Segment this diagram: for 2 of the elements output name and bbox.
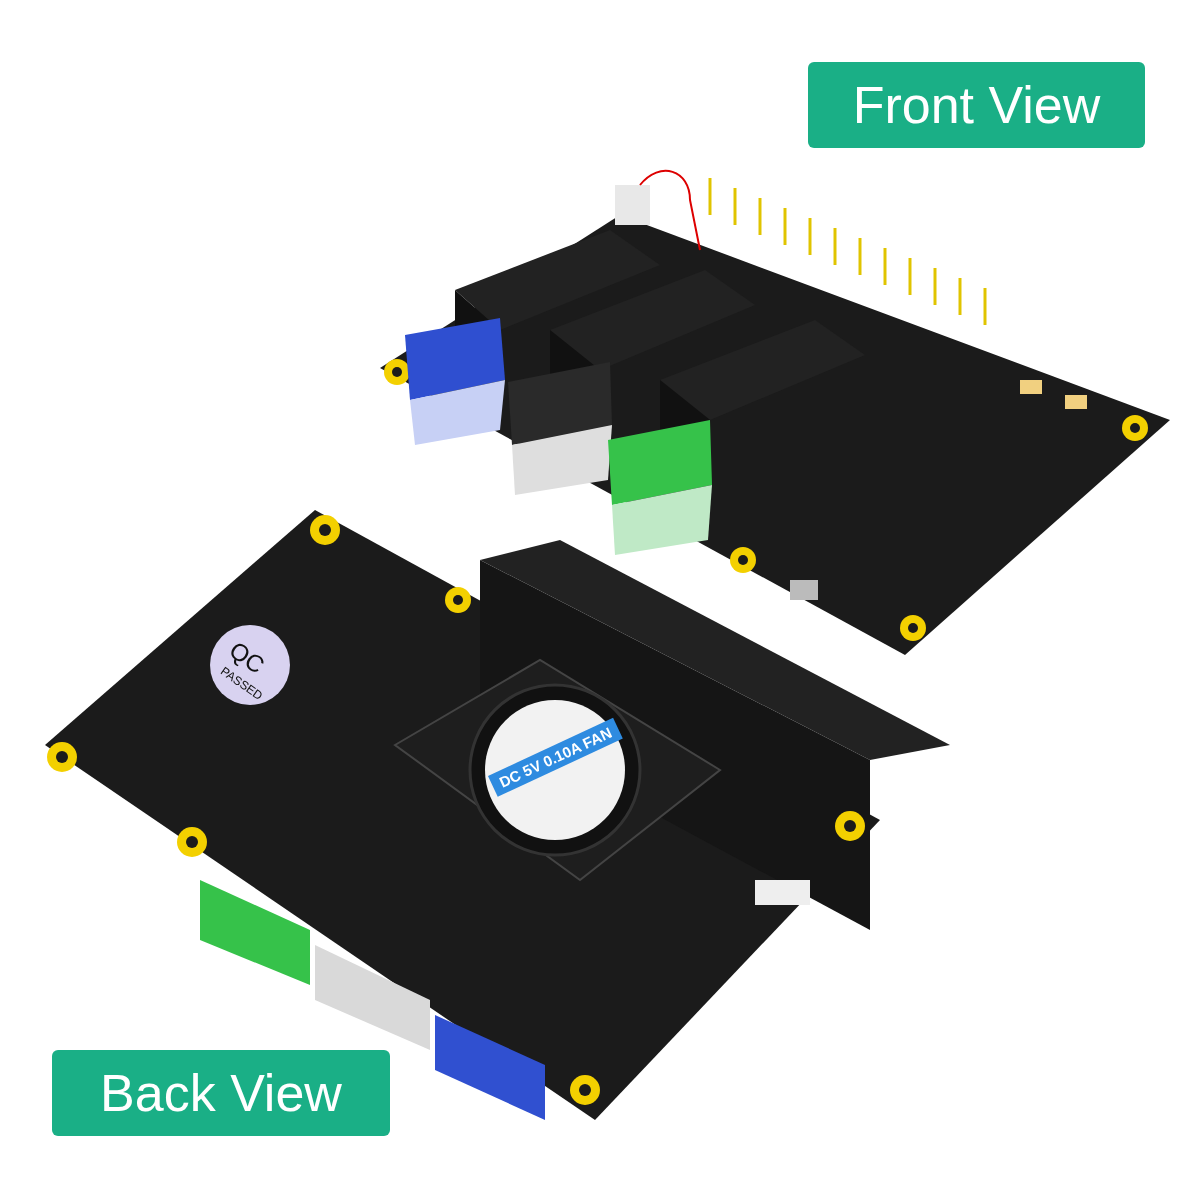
view-title: Front View <box>808 62 1145 148</box>
view-title: Back View <box>52 1050 390 1136</box>
